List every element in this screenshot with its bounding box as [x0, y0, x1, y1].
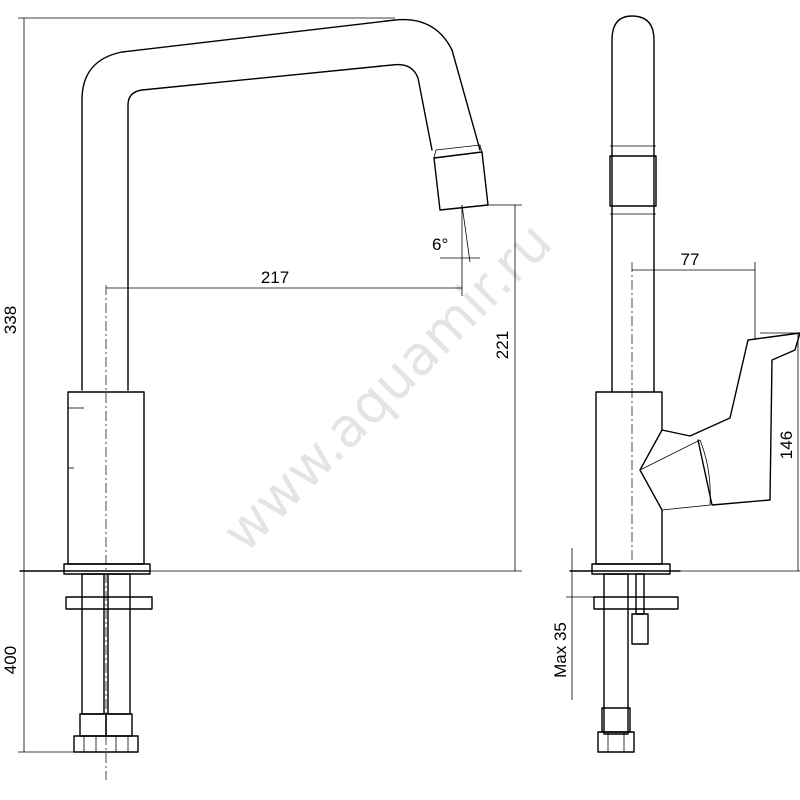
hose-connector-left: [79, 713, 107, 737]
side-spout-tube: [611, 15, 655, 393]
side-base-flange: [591, 563, 671, 575]
aerator: [433, 151, 489, 211]
max-thickness-label: Max 35: [551, 622, 570, 678]
side-hose-connector: [601, 707, 631, 733]
spout-height-label: 221: [493, 331, 512, 359]
side-view: 77 146 Max 35: [551, 15, 800, 753]
hose-connector-right: [105, 713, 133, 737]
spout-outer-outline: [81, 18, 481, 391]
hose-left: [81, 573, 105, 715]
aerator-ring: [433, 144, 483, 159]
spout-angle-line: [461, 204, 471, 263]
watermark: www.aquamir.ru: [210, 210, 564, 564]
side-aerator: [609, 155, 657, 207]
side-hose-nut: [597, 731, 635, 753]
hose-length-label: 400: [1, 646, 20, 674]
handle-offset-label: 77: [681, 250, 700, 269]
spout-reach-label: 217: [261, 268, 289, 287]
spout-inner-outline: [127, 63, 433, 391]
handle-height-label: 146: [777, 431, 796, 459]
lever-hub: [639, 439, 711, 511]
side-body: [595, 391, 663, 565]
side-stud-nut: [631, 613, 649, 645]
base-flange: [63, 563, 151, 575]
spout-angle-label: 6°: [432, 235, 448, 254]
lever-handle: [661, 332, 800, 506]
side-hose: [603, 573, 629, 735]
overall-height-label: 338: [1, 306, 20, 334]
front-view: 338 400 217 6° 221: [1, 17, 522, 780]
mounting-plate: [65, 596, 153, 610]
hose-right: [107, 573, 131, 715]
side-stud: [635, 573, 645, 615]
